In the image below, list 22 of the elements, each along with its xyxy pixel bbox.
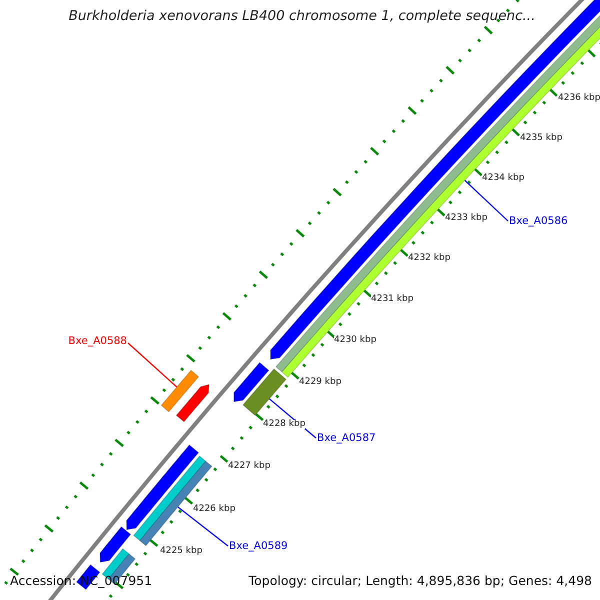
tick-label: 4230 kbp — [334, 336, 376, 345]
tick-label: 4234 kbp — [482, 174, 524, 183]
gene-segment — [242, 368, 287, 416]
gene-label: Bxe_A0586 — [509, 216, 568, 226]
tick-label: 4229 kbp — [299, 378, 342, 387]
leader-line — [128, 342, 178, 388]
genome-stats-text: Topology: circular; Length: 4,895,836 bp; Genes: 4,498 — [248, 575, 592, 588]
title: Burkholderia xenovorans LB400 chromosome 1, complete sequenc... — [68, 10, 536, 24]
tick-label: 4226 kbp — [193, 505, 236, 514]
tick-label: 4228 kbp — [263, 420, 306, 429]
gene-segment — [160, 370, 200, 412]
tick-label: 4236 kbp — [558, 94, 600, 103]
gene-label: Bxe_A0588 — [68, 336, 127, 346]
leader-line — [464, 180, 508, 222]
tick-label: 4233 kbp — [445, 214, 488, 223]
tick-label: 4232 kbp — [408, 254, 450, 263]
gene-label: Bxe_A0587 — [317, 433, 376, 444]
tick-label: 4231 kbp — [371, 295, 414, 304]
gene-label: Bxe_A0589 — [229, 541, 288, 552]
leader-line — [178, 506, 228, 546]
tick-label: 4235 kbp — [520, 134, 562, 143]
tick-label: 4227 kbp — [228, 462, 270, 471]
